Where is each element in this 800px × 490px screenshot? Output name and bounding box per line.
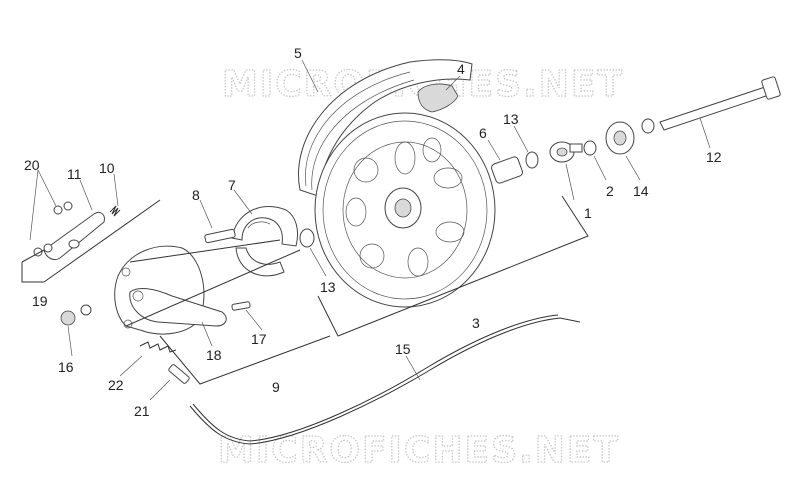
- washer-part: [583, 140, 597, 156]
- callout-18: 18: [206, 347, 222, 363]
- brake-lever-part: [129, 288, 227, 327]
- group-leader-lines: [21, 195, 589, 385]
- callout-5: 5: [294, 45, 302, 61]
- callout-19: 19: [32, 293, 48, 309]
- speedometer-drive-part: [549, 141, 583, 163]
- axle-part: [659, 76, 781, 131]
- callout-16: 16: [58, 359, 74, 375]
- axle-nut-part: [641, 118, 655, 134]
- pedal-lever-assembly-part: [33, 201, 121, 261]
- bolt-part: [231, 301, 251, 311]
- callout-8: 8: [192, 187, 200, 203]
- callout-21: 21: [134, 403, 150, 419]
- brake-cable-part: [189, 314, 581, 445]
- callout-3: 3: [472, 315, 480, 331]
- callout-22: 22: [108, 377, 124, 393]
- callout-6: 6: [479, 125, 487, 141]
- callout-10: 10: [99, 160, 115, 176]
- callout-9: 9: [272, 379, 280, 395]
- callout-7: 7: [228, 177, 236, 193]
- mudguard-part: [298, 59, 473, 197]
- mudguard-bracket-part: [417, 83, 459, 113]
- lever-nut-part: [60, 304, 92, 326]
- callout-1: 1: [584, 205, 592, 221]
- callout-4: 4: [457, 61, 465, 77]
- callout-17: 17: [251, 331, 267, 347]
- brake-shoes-part: [231, 206, 299, 277]
- wheel-rim-part: [314, 112, 496, 308]
- callout-13-left: 13: [320, 279, 336, 295]
- brake-cam-part: [204, 228, 236, 244]
- spacer-part: [491, 156, 523, 184]
- callout-11: 11: [67, 166, 82, 182]
- callout-14: 14: [633, 183, 649, 199]
- bearing-left-part: [299, 228, 315, 248]
- callout-15: 15: [395, 341, 411, 357]
- watermark-bottom: MICROFICHES.NET: [218, 430, 620, 471]
- callout-20: 20: [24, 157, 40, 173]
- callout-13-right: 13: [503, 111, 519, 127]
- bearing-right-part: [525, 151, 539, 169]
- callout-leaders: [29, 59, 711, 401]
- callout-2: 2: [606, 183, 614, 199]
- cable-spring-part: [139, 341, 177, 353]
- cover-part: [605, 121, 635, 155]
- callout-12: 12: [706, 149, 722, 165]
- cable-adjuster-part: [168, 364, 190, 384]
